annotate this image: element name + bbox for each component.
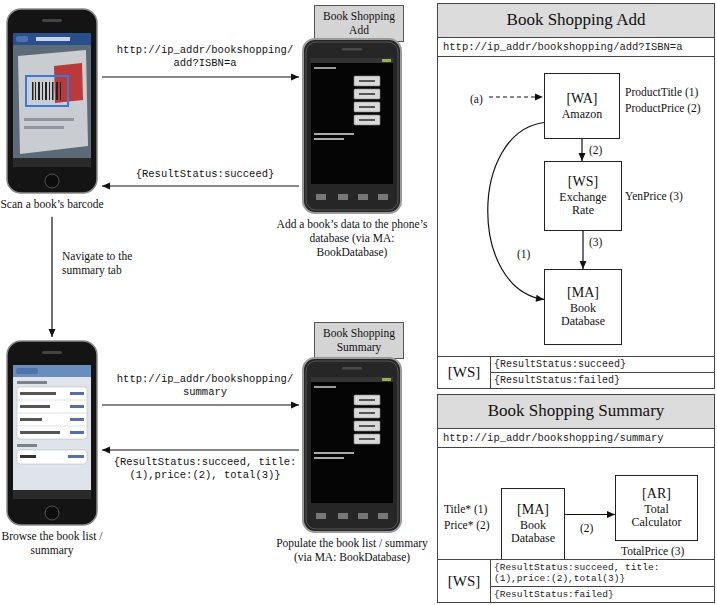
connector-line xyxy=(102,449,299,450)
endpoint-row: http://ip_addr/bookshopping/add?ISBN=a xyxy=(438,38,714,57)
panel-title: Book Shopping Summary xyxy=(488,402,665,421)
arrow-head xyxy=(536,295,544,302)
result-rows: {ResultStatus:succeed}{ResultStatus:fail… xyxy=(491,357,714,388)
data-label: YenPrice (3) xyxy=(625,190,683,203)
connector-line xyxy=(51,217,52,337)
edge-label: Navigate to the summary tab xyxy=(62,250,162,278)
arrow-head xyxy=(291,402,299,409)
iphone-device: Scan a book’s barcode xyxy=(6,8,98,194)
component-name: Book Database xyxy=(505,519,561,547)
component-kind: [MA] xyxy=(567,285,599,302)
flow-arrow xyxy=(102,74,299,81)
component-name: Amazon xyxy=(562,108,603,122)
component-box: [WS]Exchange Rate xyxy=(544,161,622,231)
endpoint-row: http://ip_addr/bookshopping/summary xyxy=(438,429,714,448)
component-box: [AR]Total Calculator xyxy=(615,475,698,541)
result-row: {ResultStatus:failed} xyxy=(491,587,714,602)
module-tab: Book Shopping Add xyxy=(314,5,404,42)
panel-title: Book Shopping Add xyxy=(507,11,646,30)
device-caption: Add a book’s data to the phone’s databas… xyxy=(273,218,431,259)
flow-arrow xyxy=(102,183,299,190)
edge-label: (2) xyxy=(588,144,603,158)
android-illustration xyxy=(302,38,402,214)
arrow-head xyxy=(49,329,56,337)
android-device: Add a book’s data to the phone’s databas… xyxy=(302,38,402,214)
iphone-illustration xyxy=(6,340,98,526)
endpoint-url: http://ip_addr/bookshopping/summary xyxy=(443,431,709,445)
arrow-head xyxy=(580,261,587,269)
tab-title: Book Shopping Summary xyxy=(318,327,400,353)
edge-label: (1) xyxy=(516,248,531,262)
component-name: Exchange Rate xyxy=(548,191,618,219)
result-row: {ResultStatus:failed} xyxy=(491,373,714,388)
data-label: ProductTitle (1) xyxy=(625,86,698,99)
edge-label: (2) xyxy=(579,522,594,536)
component-name: Total Calculator xyxy=(619,503,694,531)
flow-arrow xyxy=(102,402,299,409)
iphone-device: Browse the book list / summary xyxy=(6,340,98,526)
android-device: Populate the book list / summary (via MA… xyxy=(302,357,402,533)
edge-label: (3) xyxy=(588,236,603,250)
endpoint-url: http://ip_addr/bookshopping/add?ISBN=a xyxy=(443,40,709,54)
panel-header: Book Shopping Summary xyxy=(438,395,714,429)
connector-line xyxy=(102,185,299,186)
arrow-head xyxy=(607,511,615,518)
android-illustration xyxy=(302,357,402,533)
arrow-head xyxy=(291,74,299,81)
result-table: [WS] {ResultStatus:succeed, title:(1),pri… xyxy=(438,559,714,602)
result-kind: [WS] xyxy=(448,364,481,381)
data-label: Price* (2) xyxy=(444,519,490,532)
module-tab: Book Shopping Summary xyxy=(314,322,404,359)
edge-label: http://ip_addr/bookshopping/ summary xyxy=(110,373,300,399)
component-box: [MA]Book Database xyxy=(544,269,622,345)
device-caption: Populate the book list / summary (via MA… xyxy=(273,537,431,565)
service-panel: Book Shopping Summary http://ip_addr/book… xyxy=(437,394,715,603)
component-box: [WA]Amazon xyxy=(544,73,620,139)
iphone-illustration xyxy=(6,8,98,194)
connector-line xyxy=(488,123,544,300)
result-kind: [WS] xyxy=(448,573,481,590)
component-kind: [WA] xyxy=(566,91,597,108)
data-label: TotalPrice (3) xyxy=(621,545,684,558)
component-kind: [WS] xyxy=(568,174,598,191)
flow-arrow xyxy=(580,231,587,269)
panel-header: Book Shopping Add xyxy=(438,4,714,38)
tab-title: Book Shopping Add xyxy=(318,10,400,36)
component-name: Book Database xyxy=(548,302,618,330)
flow-arrow xyxy=(488,123,544,302)
result-head-cell: [WS] xyxy=(438,560,491,602)
edge-label: http://ip_addr/bookshopping/ add?ISBN=a xyxy=(110,44,300,70)
flow-arrow xyxy=(49,217,56,337)
result-row: {ResultStatus:succeed} xyxy=(491,357,714,373)
result-head-cell: [WS] xyxy=(438,357,491,388)
data-label: Title* (1) xyxy=(444,503,487,516)
data-label: (a) xyxy=(470,93,483,106)
result-row: {ResultStatus:succeed, title:(1),price:(… xyxy=(491,560,714,587)
dashed-input-arrow xyxy=(489,94,543,101)
arrow-head xyxy=(102,183,110,190)
edge-label: {ResultStatus:succeed, title:(1),price:(… xyxy=(110,456,300,482)
connector-line xyxy=(102,404,299,405)
component-kind: [MA] xyxy=(517,502,549,519)
flow-arrow xyxy=(579,139,586,161)
device-caption: Scan a book’s barcode xyxy=(0,198,117,212)
flow-arrow xyxy=(102,447,299,454)
component-box: [MA]Book Database xyxy=(501,488,565,560)
device-caption: Browse the book list / summary xyxy=(0,530,117,558)
component-kind: [AR] xyxy=(642,486,671,503)
result-table: [WS] {ResultStatus:succeed}{ResultStatus:… xyxy=(438,356,714,388)
flow-arrow xyxy=(565,511,615,518)
arrow-head xyxy=(579,153,586,161)
data-label: ProductPrice (2) xyxy=(625,102,701,115)
arrow-head xyxy=(102,447,110,454)
result-rows: {ResultStatus:succeed, title:(1),price:(… xyxy=(491,560,714,602)
service-panel: Book Shopping Add http://ip_addr/bookshop… xyxy=(437,3,715,389)
edge-label: {ResultStatus:succeed} xyxy=(110,168,300,181)
connector-line xyxy=(102,76,299,77)
